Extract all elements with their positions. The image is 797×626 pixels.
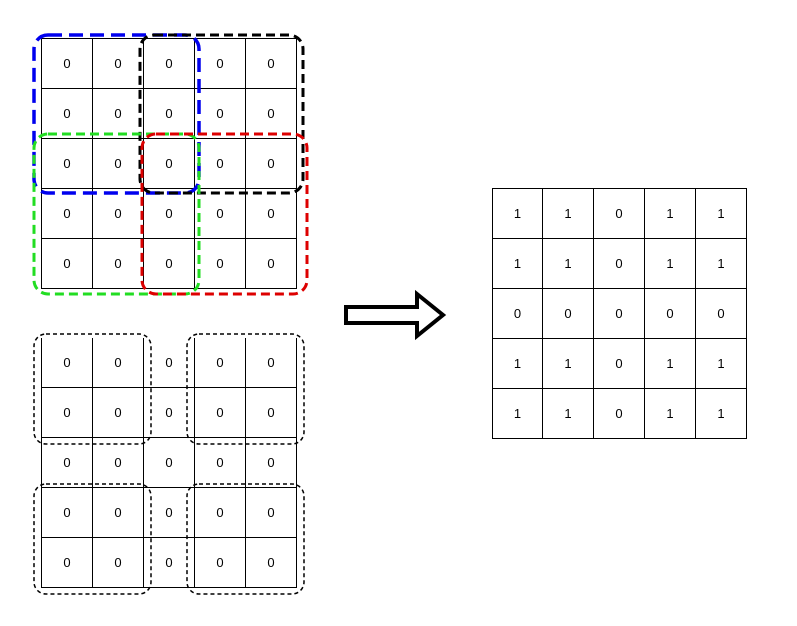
grid-cell: 0 xyxy=(93,239,144,289)
grid-cell: 0 xyxy=(195,438,246,488)
grid-cell: 0 xyxy=(144,189,195,239)
grid-cell: 0 xyxy=(42,338,93,388)
grid-cell: 0 xyxy=(195,338,246,388)
grid-cell: 0 xyxy=(93,139,144,189)
grid-cell: 0 xyxy=(594,289,645,339)
grid-cell: 0 xyxy=(42,438,93,488)
grid-cell: 0 xyxy=(246,438,297,488)
grid-cell: 1 xyxy=(492,239,543,289)
grid-cell: 0 xyxy=(696,289,747,339)
grid-cell: 0 xyxy=(144,89,195,139)
grid-cell: 0 xyxy=(93,89,144,139)
grid-cell: 0 xyxy=(246,39,297,89)
grid-cell: 0 xyxy=(195,89,246,139)
grid-cell: 0 xyxy=(144,438,195,488)
grid-cell: 0 xyxy=(543,289,594,339)
grid-cell: 0 xyxy=(144,139,195,189)
grid-cell: 1 xyxy=(645,239,696,289)
grid-cell: 0 xyxy=(246,388,297,438)
grid-cell: 1 xyxy=(492,339,543,389)
grid-cell: 0 xyxy=(144,388,195,438)
grid-cell: 1 xyxy=(543,339,594,389)
grid-cell: 0 xyxy=(42,239,93,289)
grid-cell: 0 xyxy=(42,139,93,189)
grid-cell: 0 xyxy=(594,239,645,289)
grid-cell: 1 xyxy=(543,239,594,289)
grid-cell: 1 xyxy=(696,339,747,389)
grid-cell: 0 xyxy=(594,339,645,389)
grid-cell: 0 xyxy=(144,488,195,538)
grid-cell: 1 xyxy=(492,389,543,439)
grid-cell: 0 xyxy=(93,189,144,239)
grid-cell: 0 xyxy=(594,189,645,239)
grid-cell: 1 xyxy=(543,189,594,239)
grid-cell: 0 xyxy=(93,388,144,438)
grid-cell: 0 xyxy=(492,289,543,339)
grid-cell: 0 xyxy=(246,338,297,388)
grid-cell: 0 xyxy=(246,239,297,289)
grid-cell: 0 xyxy=(42,488,93,538)
grid-cell: 0 xyxy=(246,488,297,538)
grid-cell: 1 xyxy=(645,339,696,389)
grid-cell: 1 xyxy=(696,389,747,439)
grid-cell: 0 xyxy=(144,39,195,89)
grid-cell: 0 xyxy=(93,39,144,89)
grid-cell: 0 xyxy=(42,538,93,588)
grid-cell: 0 xyxy=(93,338,144,388)
grid-cell: 0 xyxy=(195,39,246,89)
right-arrow-icon xyxy=(344,289,447,341)
grid-cell: 1 xyxy=(696,189,747,239)
grid-cell: 0 xyxy=(246,189,297,239)
grid-cell: 0 xyxy=(195,538,246,588)
grid-cell: 0 xyxy=(144,239,195,289)
grid-cell: 0 xyxy=(42,39,93,89)
grid-cell: 0 xyxy=(246,89,297,139)
grid-cell: 0 xyxy=(144,538,195,588)
grid-cell: 1 xyxy=(645,189,696,239)
grid-cell: 0 xyxy=(42,189,93,239)
grid-cell: 0 xyxy=(246,538,297,588)
grid-cell: 0 xyxy=(93,438,144,488)
grid-cell: 0 xyxy=(42,89,93,139)
grid-cell: 0 xyxy=(42,388,93,438)
grid-cell: 0 xyxy=(195,189,246,239)
grid-cell: 1 xyxy=(543,389,594,439)
grid-cell: 0 xyxy=(195,139,246,189)
grid-cell: 0 xyxy=(144,338,195,388)
grid-cell: 0 xyxy=(93,538,144,588)
grid-cell: 0 xyxy=(246,139,297,189)
grid-cell: 1 xyxy=(492,189,543,239)
grid-cell: 0 xyxy=(93,488,144,538)
grid-cell: 0 xyxy=(195,388,246,438)
grid-cell: 0 xyxy=(594,389,645,439)
grid-cell: 0 xyxy=(195,488,246,538)
grid-cell: 0 xyxy=(645,289,696,339)
grid-cell: 1 xyxy=(645,389,696,439)
grid-cell: 0 xyxy=(195,239,246,289)
grid-cell: 1 xyxy=(696,239,747,289)
